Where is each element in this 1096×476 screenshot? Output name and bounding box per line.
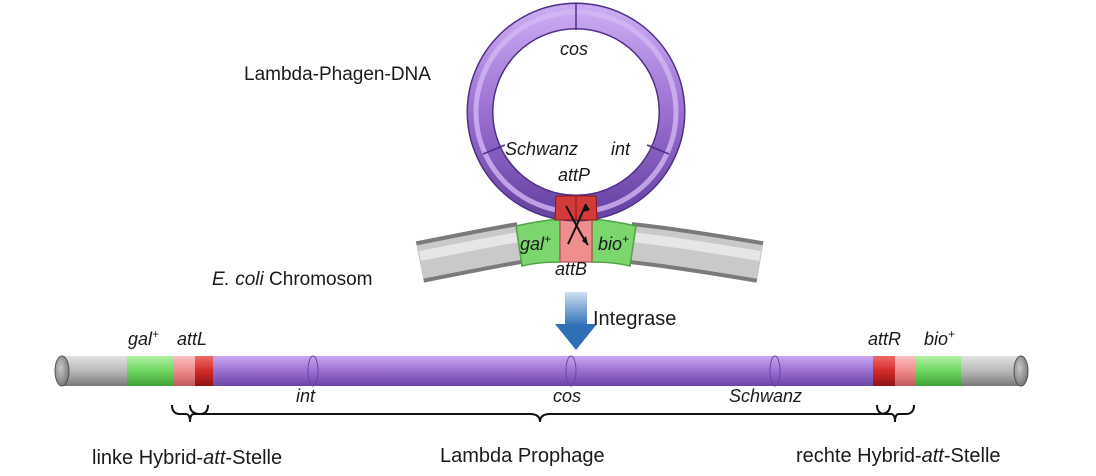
- integrase-label: Integrase: [593, 308, 676, 330]
- bracket-middle: [189, 404, 891, 423]
- attL-label: attL: [177, 329, 207, 349]
- bracket-right: [876, 404, 915, 423]
- tube-right-cap: [1013, 355, 1029, 387]
- prophage-tube: [54, 355, 1029, 387]
- crossover-arrows: [565, 203, 590, 246]
- prophage-cos-label: cos: [553, 386, 581, 406]
- phage-cos-label: cos: [560, 39, 588, 59]
- bio-segment: [591, 218, 637, 267]
- lambda-prophage-label: Lambda Prophage: [440, 445, 605, 467]
- phage-title: Lambda-Phagen-DNA: [244, 64, 431, 85]
- prophage-int-label: int: [296, 386, 316, 406]
- lambda-phage-ring: [466, 2, 686, 222]
- attR-label: attR: [868, 329, 901, 349]
- prophage-gal-label: gal+: [128, 327, 159, 349]
- phage-tail-label: Schwanz: [505, 139, 578, 159]
- ecoli-chromosome: [415, 218, 764, 283]
- integrase-arrow: [555, 292, 597, 350]
- prophage-bio-label: bio+: [924, 327, 955, 349]
- attP-label: attP: [558, 165, 590, 185]
- prophage-tail-label: Schwanz: [729, 386, 802, 406]
- tube-left-cap: [54, 355, 70, 387]
- phage-int-label: int: [611, 139, 631, 159]
- attB-label: attB: [555, 259, 587, 279]
- chromosome-gal-label: gal+: [520, 232, 551, 254]
- left-hybrid-att-label: linke Hybrid-att-Stelle: [92, 447, 282, 469]
- chromosome-title: E. coli Chromosom: [212, 269, 373, 290]
- right-hybrid-att-label: rechte Hybrid-att-Stelle: [796, 445, 1001, 467]
- chromosome-bio-label: bio+: [598, 232, 629, 254]
